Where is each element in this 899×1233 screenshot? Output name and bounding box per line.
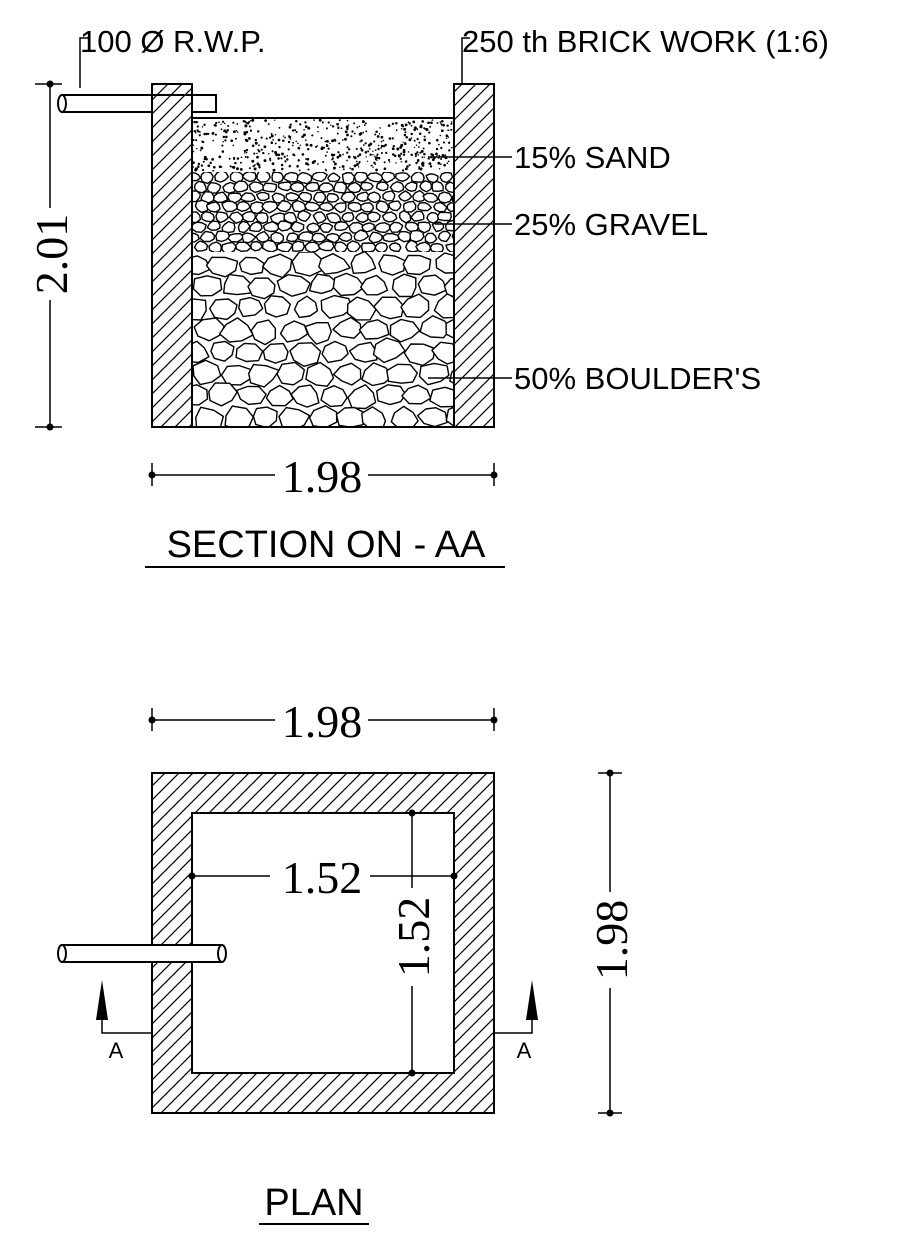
section-marker-right: A <box>494 980 538 1063</box>
section-title: SECTION ON - AA <box>167 524 486 566</box>
boulder-layer <box>192 252 454 427</box>
plan-view: 1.98 1.52 1.52 <box>57 696 637 1225</box>
plan-outer-height-dimension: 1.98 <box>586 769 637 1117</box>
sand-layer <box>192 118 453 172</box>
plan-inner-width-value: 1.52 <box>282 852 363 903</box>
pipe-leader <box>79 37 88 88</box>
pipe-label: 100 Ø R.W.P. <box>80 24 266 59</box>
plan-title: PLAN <box>264 1182 363 1224</box>
plan-outer-height-value: 1.98 <box>586 900 637 981</box>
plan-inner-width-dimension: 1.52 <box>188 852 458 903</box>
section-right-wall <box>453 83 495 428</box>
section-marker-left-letter: A <box>109 1038 124 1063</box>
plan-walls <box>151 772 495 1114</box>
boulder-label: 50% BOULDER'S <box>514 361 761 396</box>
section-marker-right-letter: A <box>517 1038 532 1063</box>
section-left-wall <box>151 83 193 428</box>
section-view: 100 Ø R.W.P. 250 th BRICK WORK (1:6) 15%… <box>26 24 829 568</box>
wall-leader <box>461 37 470 84</box>
section-marker-left: A <box>96 980 152 1063</box>
gravel-layer <box>192 172 454 252</box>
plan-outer-width-value: 1.98 <box>282 696 363 747</box>
section-height-dimension: 2.01 <box>26 80 77 431</box>
section-width-value: 1.98 <box>282 451 363 502</box>
plan-inner-height-value: 1.52 <box>388 897 439 978</box>
sand-label: 15% SAND <box>514 140 671 175</box>
section-height-value: 2.01 <box>26 214 77 295</box>
plan-pipe <box>57 944 227 963</box>
plan-inner-height-dimension: 1.52 <box>388 809 439 1077</box>
plan-outer-width-dimension: 1.98 <box>148 696 498 747</box>
section-width-dimension: 1.98 <box>148 451 498 502</box>
wall-label: 250 th BRICK WORK (1:6) <box>462 24 829 59</box>
gravel-label: 25% GRAVEL <box>514 207 708 242</box>
